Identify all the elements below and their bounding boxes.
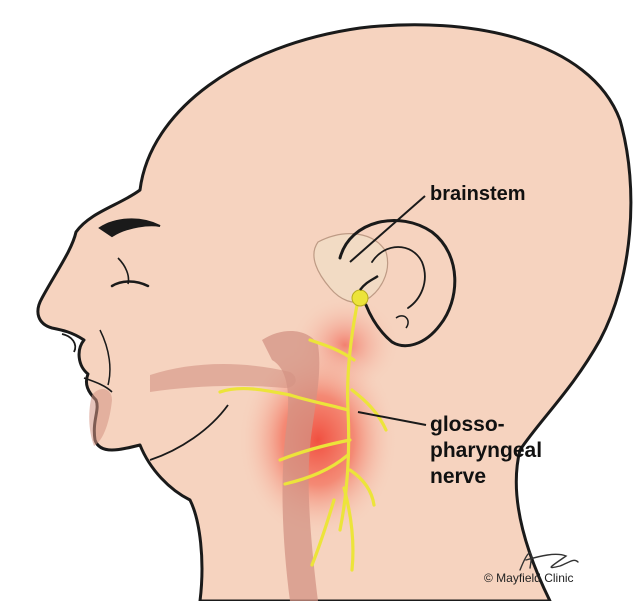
brainstem-label: brainstem: [430, 183, 526, 205]
nerve-label-line2: pharyngeal: [430, 439, 542, 462]
nerve-label-line3: nerve: [430, 465, 486, 488]
nerve-ganglion: [352, 290, 368, 306]
nostril: [62, 334, 75, 352]
nerve-label-line1: glosso-: [430, 413, 505, 436]
copyright-credit: © Mayfield Clinic: [484, 571, 574, 585]
